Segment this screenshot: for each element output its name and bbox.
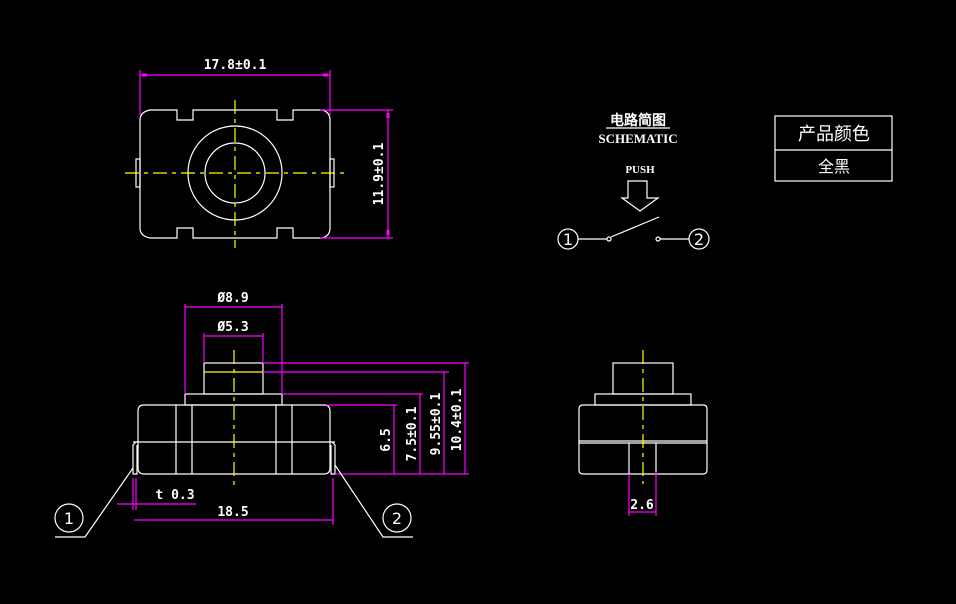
- top-view: 17.8±0.1 11.9±0.1: [125, 58, 393, 248]
- side-body: [578, 404, 708, 475]
- pin2-leader: [334, 464, 413, 538]
- h2-text: 7.5±0.1: [405, 406, 420, 461]
- height-dim-text: 11.9±0.1: [372, 143, 387, 206]
- push-label: PUSH: [625, 164, 655, 176]
- contact: [606, 236, 612, 242]
- width-dim-text: 17.8±0.1: [204, 58, 267, 73]
- table-border: [774, 115, 893, 182]
- dia-outer-text: Ø8.9: [216, 291, 248, 306]
- schematic-pin2-label: 2: [694, 230, 704, 249]
- side-view: 2.6: [578, 350, 708, 516]
- pin1-marker: [54, 503, 84, 533]
- color-table: 产品颜色 全黑: [774, 115, 893, 182]
- table-value: 全黑: [818, 157, 850, 176]
- h4-text: 10.4±0.1: [450, 389, 465, 452]
- left-lead: [132, 441, 138, 475]
- front-view: Ø8.9 Ø5.3 6.5 7.5±0.1 9.55±0.1 10.4±0.1 …: [54, 291, 469, 538]
- schematic-title-cn: 电路简图: [610, 112, 666, 129]
- pin1-leader: [55, 467, 134, 538]
- schematic-title-en: SCHEMATIC: [598, 131, 677, 146]
- h1-text: 6.5: [379, 428, 394, 451]
- thickness-text: t 0.3: [155, 488, 194, 503]
- pin2-label: 2: [392, 509, 402, 528]
- schematic-pin2: [688, 228, 710, 250]
- side-width-text: 2.6: [630, 498, 654, 513]
- right-lead: [330, 441, 336, 475]
- schematic: 电路简图 SCHEMATIC PUSH 1 2: [557, 112, 710, 250]
- push-arrow-icon: [620, 180, 660, 212]
- contact: [655, 236, 661, 242]
- schematic-pin1-label: 1: [563, 230, 573, 249]
- pin2-marker: [382, 503, 412, 533]
- dim-tick: [386, 230, 390, 235]
- dim-tick: [142, 73, 147, 77]
- switch-blade: [610, 216, 660, 238]
- dim-tick: [323, 73, 328, 77]
- h3-text: 9.55±0.1: [429, 393, 444, 456]
- dia-inner-text: Ø5.3: [216, 320, 248, 335]
- dim-tick: [386, 113, 390, 118]
- length-text: 18.5: [217, 505, 248, 520]
- table-header: 产品颜色: [798, 124, 870, 145]
- body-outline: [137, 404, 331, 475]
- pin1-label: 1: [64, 509, 74, 528]
